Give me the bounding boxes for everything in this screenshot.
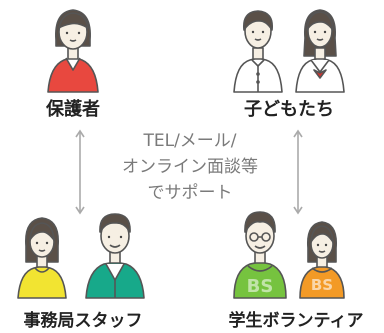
children-label: 子どもたち: [244, 99, 334, 120]
support-description-line-2: オンライン面談等: [122, 157, 258, 177]
office-staff-illustration: [17, 213, 145, 299]
support-description-line-3: でサポート: [147, 183, 233, 203]
student-volunteers-illustration: [233, 211, 345, 299]
arrow-right-bidirectional: [293, 129, 303, 215]
office-staff-label: 事務局スタッフ: [23, 311, 143, 331]
support-description: TEL/メール/ オンライン面談等 でサポート: [122, 128, 258, 206]
volunteer-shirt-logo-left: BS: [247, 276, 274, 297]
guardian-label: 保護者: [46, 99, 100, 120]
volunteer-shirt-logo-right: BS: [311, 276, 333, 294]
arrow-left-bidirectional: [75, 129, 85, 215]
support-description-line-1: TEL/メール/: [143, 131, 237, 151]
children-illustration: [233, 9, 345, 93]
guardian-illustration: [47, 9, 99, 93]
student-volunteers-label: 学生ボランティア: [228, 311, 364, 331]
